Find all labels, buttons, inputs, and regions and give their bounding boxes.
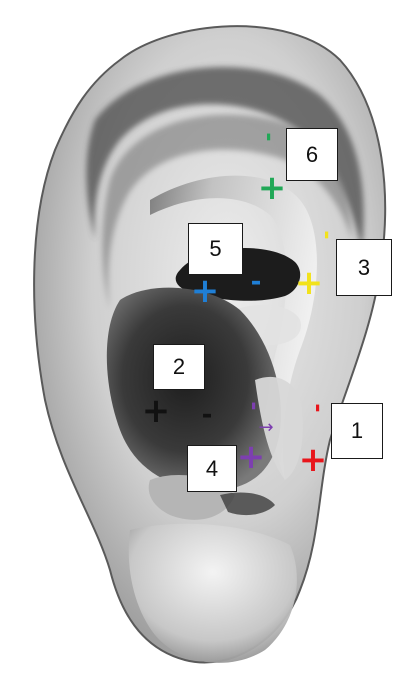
minus-mark-4: - [242,401,264,410]
point-label-text-5: 5 [209,236,221,262]
plus-mark-6: + [258,171,287,205]
point-label-3: 3 [336,239,392,296]
plus-mark-4: + [237,440,266,474]
point-label-text-1: 1 [351,418,363,444]
point-label-6: 6 [286,128,338,181]
minus-mark-2: - [202,402,213,428]
point-label-2: 2 [153,344,205,390]
point-label-text-6: 6 [306,142,318,168]
minus-mark-5: - [251,269,262,295]
arrow-mark-4: → [258,419,273,437]
minus-mark-6: - [257,132,279,141]
point-label-1: 1 [331,403,383,459]
point-label-text-4: 4 [206,456,218,482]
point-label-4: 4 [187,445,237,492]
plus-mark-5: + [191,274,220,308]
minus-mark-1: - [306,403,328,412]
point-label-text-2: 2 [173,354,185,380]
point-label-5: 5 [188,223,243,275]
plus-mark-1: + [299,443,328,477]
plus-mark-3: + [295,266,324,300]
minus-mark-3: - [315,230,337,239]
point-label-text-3: 3 [358,255,370,281]
plus-mark-2: + [142,394,171,428]
